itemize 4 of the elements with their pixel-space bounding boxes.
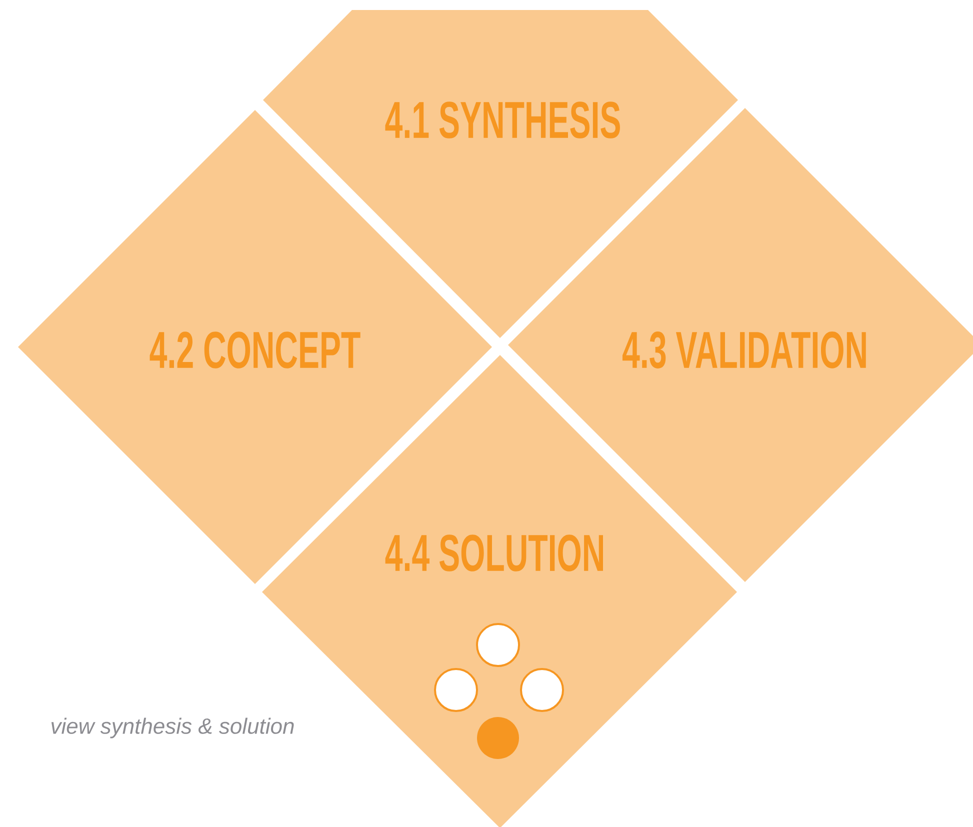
- dot-icon: [476, 623, 520, 667]
- dot-icon: [477, 717, 519, 759]
- dot-icon: [434, 668, 478, 712]
- dot-icon: [520, 668, 564, 712]
